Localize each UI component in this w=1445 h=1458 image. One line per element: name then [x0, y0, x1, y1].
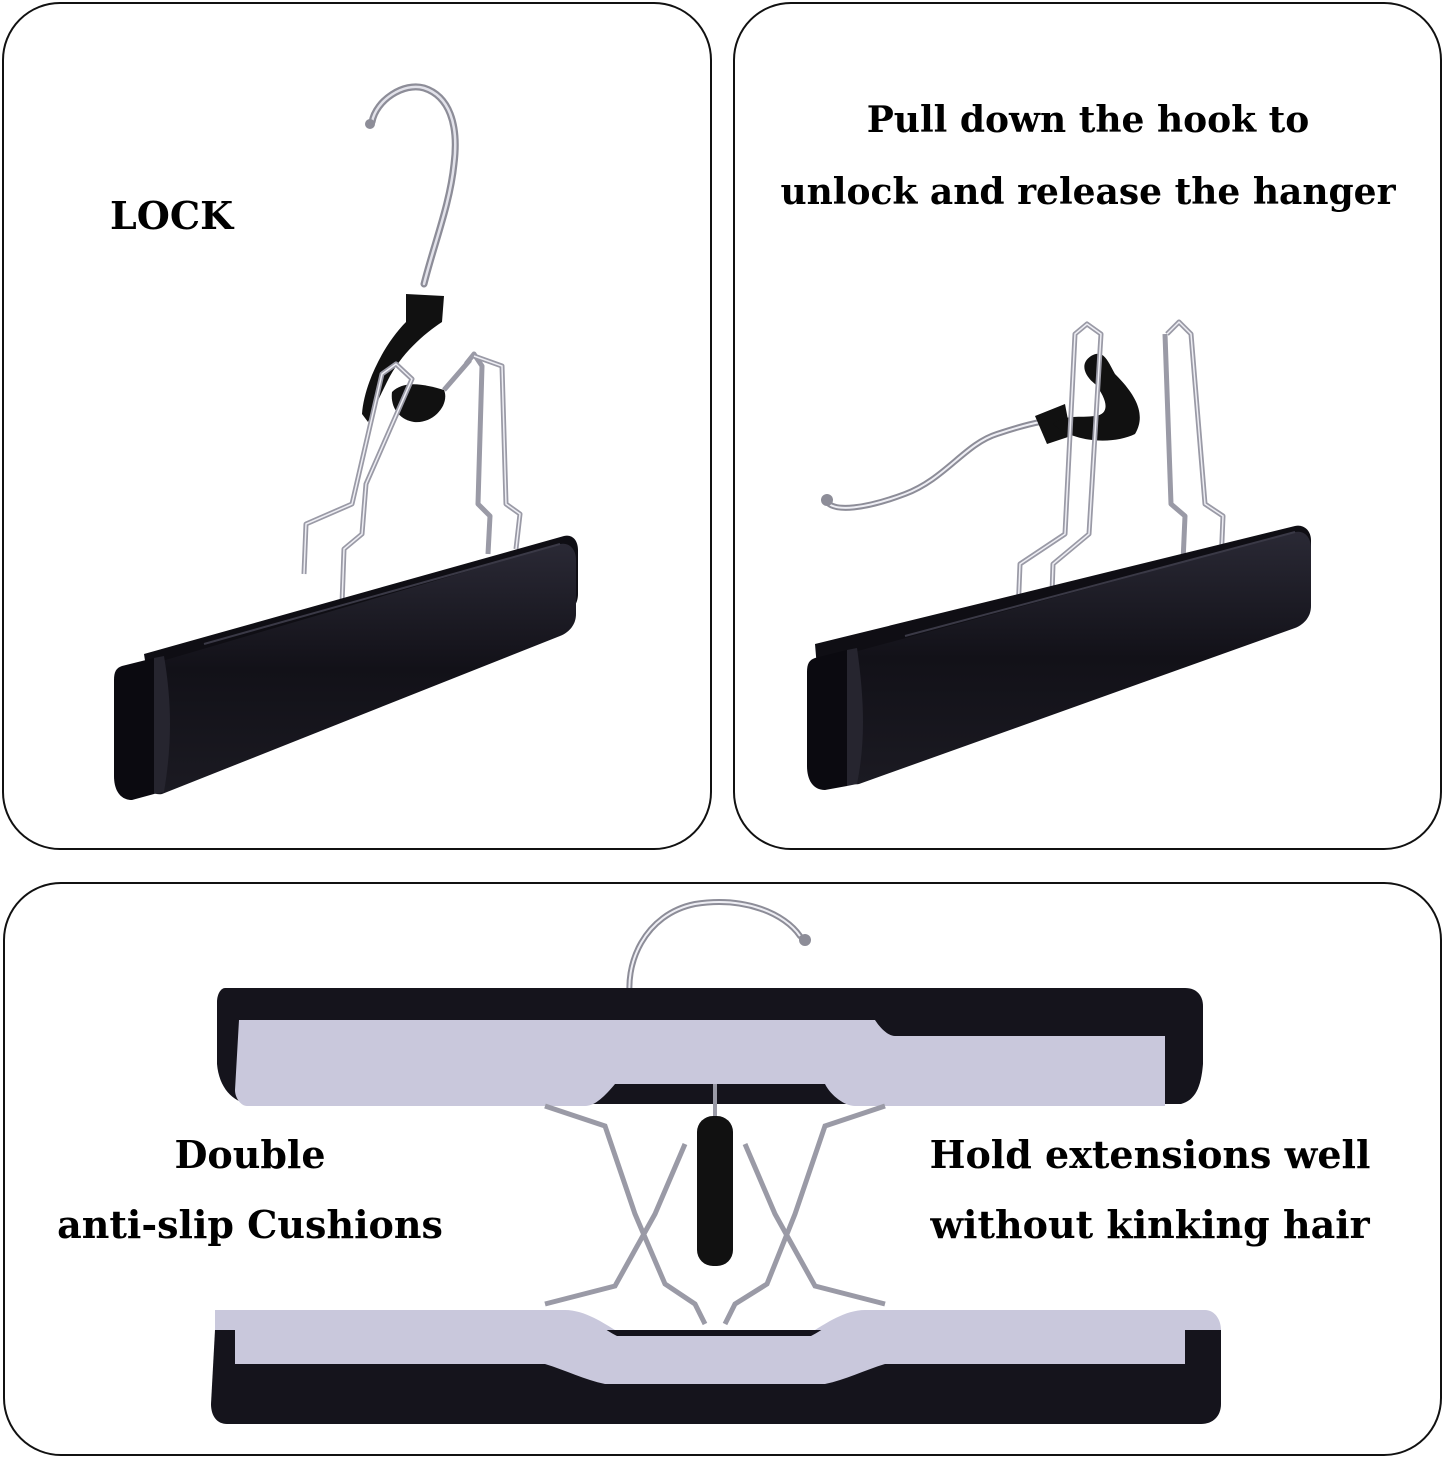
- cushions-caption-left-line1: Double: [174, 1132, 326, 1177]
- hanger-locked-illustration: [114, 83, 578, 800]
- cushions-caption-left-line2: anti-slip Cushions: [57, 1202, 443, 1247]
- panel-cushions: Double anti-slip Cushions Hold extension…: [3, 882, 1442, 1456]
- hanger-open-cushions-illustration: [211, 899, 1221, 1424]
- hanger-unlocked-illustration: [807, 319, 1311, 790]
- panel-lock: LOCK: [2, 2, 712, 850]
- cushions-caption-right-line1: Hold extensions well: [929, 1132, 1371, 1177]
- unlock-caption-line2: unlock and release the hanger: [780, 171, 1396, 213]
- cushions-caption-right-line2: without kinking hair: [930, 1202, 1370, 1247]
- lock-caption: LOCK: [110, 193, 234, 238]
- panel-unlock: Pull down the hook to unlock and release…: [733, 2, 1442, 850]
- unlock-caption-line1: Pull down the hook to: [866, 99, 1310, 141]
